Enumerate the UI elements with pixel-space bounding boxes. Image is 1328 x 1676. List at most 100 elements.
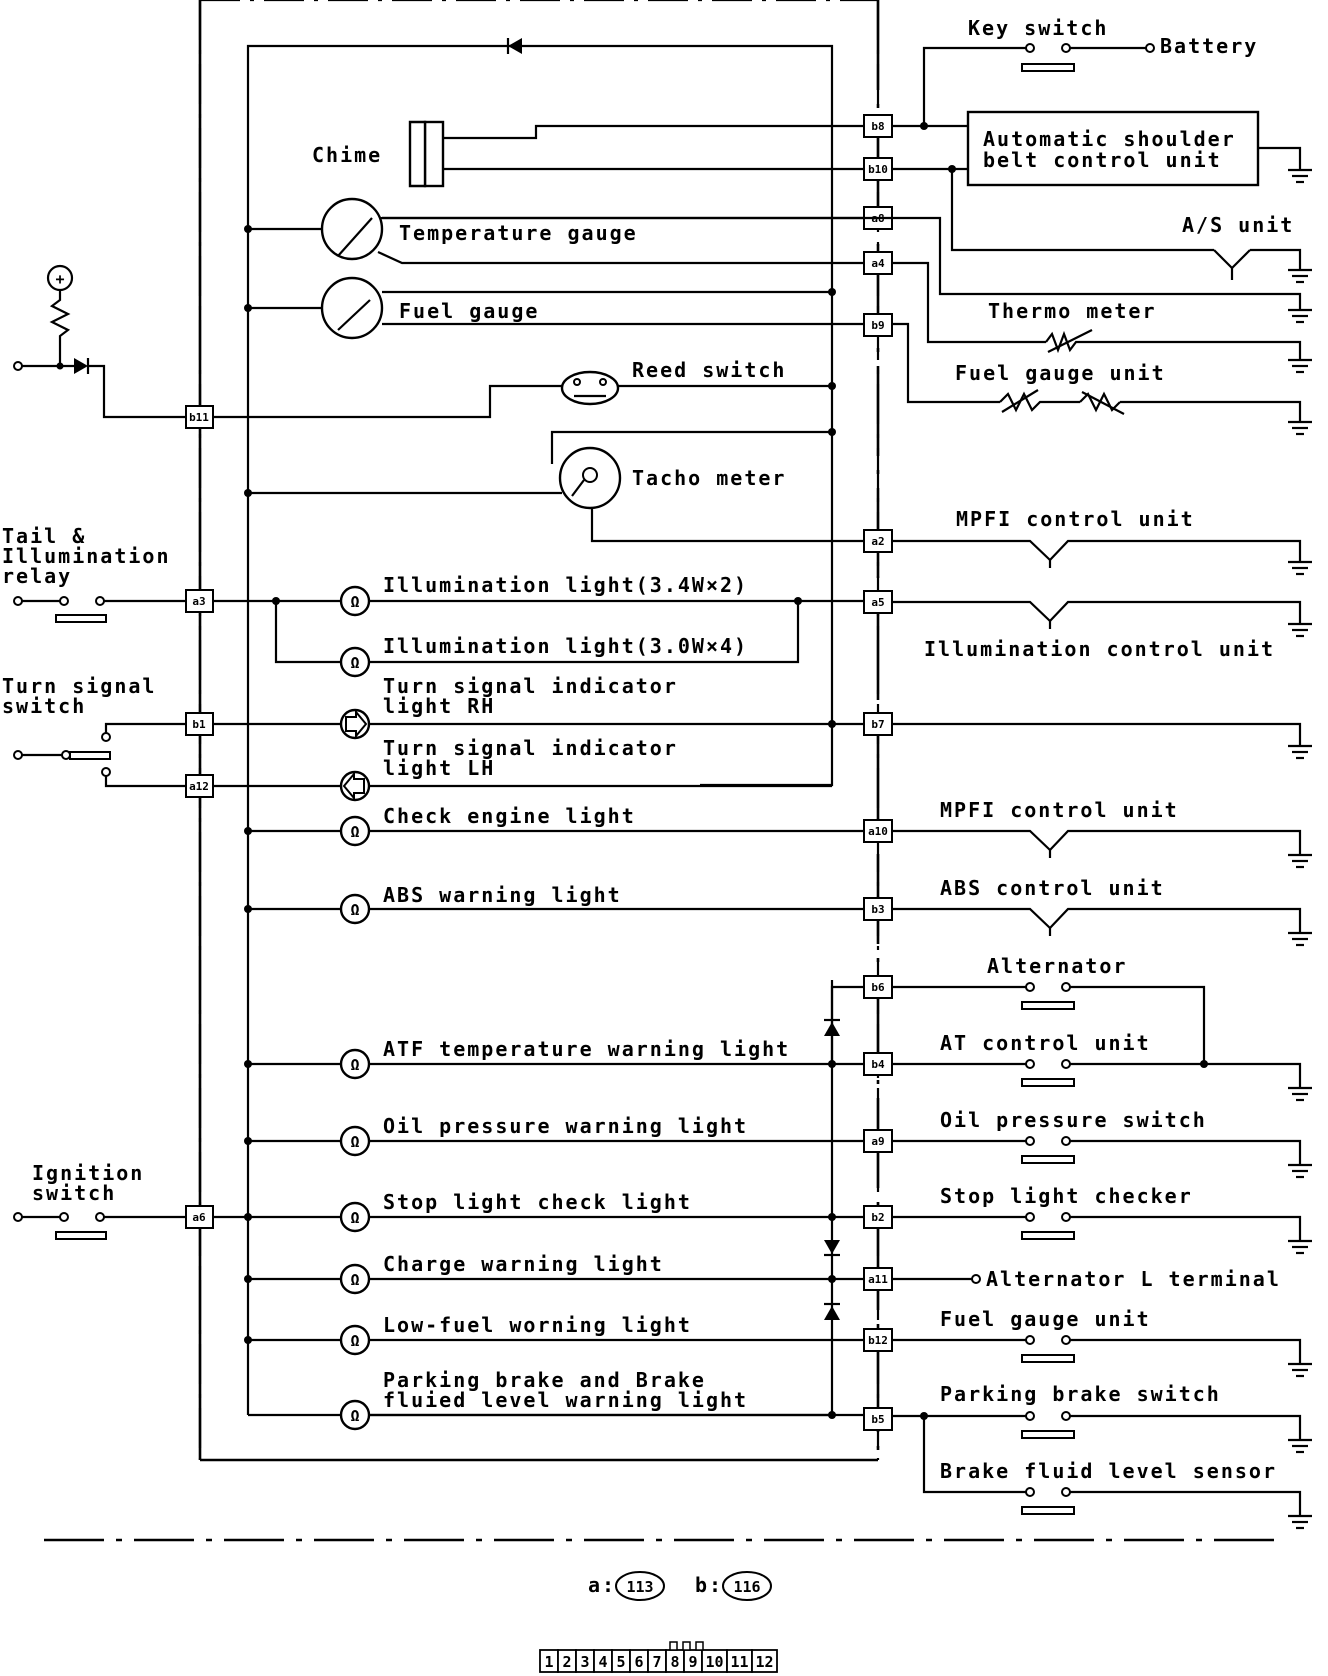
svg-text:Ω: Ω <box>350 1209 359 1227</box>
tacho-meter-label: Tacho meter <box>632 466 786 490</box>
pin-b2-label: b2 <box>871 1211 884 1224</box>
connector-pin-number: 9 <box>688 1653 697 1671</box>
connector-pin-number: 1 <box>544 1653 553 1671</box>
ground-icon <box>1288 1514 1312 1530</box>
bulb-icon: Ω <box>339 1201 371 1233</box>
ground-icon <box>1288 358 1312 374</box>
reed-switch-label: Reed switch <box>632 358 786 382</box>
ground-icon <box>1288 308 1312 324</box>
turn-switch-label-2: switch <box>2 694 86 718</box>
legend-b-num: 116 <box>733 1578 760 1596</box>
bulb-icon: Ω <box>339 1399 371 1431</box>
connector-latch <box>682 1641 691 1651</box>
bulb-icon: Ω <box>339 893 371 925</box>
connector-pin-number: 3 <box>580 1653 589 1671</box>
turn-rh-label-1: Turn signal indicator <box>383 674 678 698</box>
connector-pin-number: 5 <box>616 1653 625 1671</box>
tail-relay-label-1: Tail & <box>2 524 86 548</box>
battery-label: Battery <box>1160 34 1258 58</box>
stop-checker-label: Stop light checker <box>940 1184 1193 1208</box>
connector-latch <box>695 1641 704 1651</box>
bulb-icon: Ω <box>339 585 371 617</box>
ground-icon <box>1288 931 1312 947</box>
alt-l-label: Alternator L terminal <box>986 1267 1281 1291</box>
fuel-gauge-unit-bottom-label: Fuel gauge unit <box>940 1307 1151 1331</box>
svg-text:Ω: Ω <box>350 1056 359 1074</box>
charge-warn-label: Charge warning light <box>383 1252 664 1276</box>
transistor-icon <box>1213 249 1251 280</box>
arrow-left-icon <box>339 770 371 802</box>
check-engine-label: Check engine light <box>383 804 636 828</box>
pin-a10-label: a10 <box>868 825 888 838</box>
pin-b5-label: b5 <box>871 1413 884 1426</box>
ground-icon <box>1288 1362 1312 1378</box>
bottom-legend: a: 113 b: 116 <box>44 1538 1282 1601</box>
connector-pin-number: 2 <box>562 1653 571 1671</box>
pin-b1-label: b1 <box>192 718 206 731</box>
plus-icon: + <box>46 264 74 292</box>
ground-icon <box>1288 1163 1312 1179</box>
ground-icon <box>1288 168 1312 184</box>
fuel-gauge-icon <box>320 276 384 340</box>
connector-pin-number: 12 <box>755 1653 773 1671</box>
oil-warn-label: Oil pressure warning light <box>383 1114 748 1138</box>
turn-lh-label-1: Turn signal indicator <box>383 736 678 760</box>
mpfi-illum: MPFI control unit Tail & Illumination re… <box>2 507 1312 678</box>
bulb-icon: Ω <box>339 646 371 678</box>
pin-b11-label: b11 <box>189 411 209 424</box>
bulb-icon: Ω <box>339 1125 371 1157</box>
diode-icon <box>824 1306 840 1320</box>
chime-label: Chime <box>312 143 382 167</box>
brake-warn-label-1: Parking brake and Brake <box>383 1368 706 1392</box>
pin-b10-label: b10 <box>868 163 888 176</box>
pin-b4-label: b4 <box>871 1058 885 1071</box>
mpfi-top-label: MPFI control unit <box>956 507 1195 531</box>
ground-icon <box>1288 853 1312 869</box>
brake-warn-label-2: fluied level warning light <box>383 1388 748 1412</box>
ground-icon <box>1288 744 1312 760</box>
pin-b6-label: b6 <box>871 981 885 994</box>
svg-text:Ω: Ω <box>350 1271 359 1289</box>
pin-a11-label: a11 <box>868 1273 888 1286</box>
illum-light-1-label: Illumination light(3.4W×2) <box>383 573 748 597</box>
temperature-gauge-icon <box>320 197 384 261</box>
diode-icon <box>74 358 88 374</box>
temperature-gauge-label: Temperature gauge <box>399 221 638 245</box>
fuel-gauge-label: Fuel gauge <box>399 299 539 323</box>
connector-latch <box>669 1641 678 1651</box>
ground-icon <box>1288 1438 1312 1454</box>
svg-text:Ω: Ω <box>350 823 359 841</box>
gauges: Temperature gauge Thermo meter Fuel gaug… <box>244 197 1312 436</box>
tail-relay-label-3: relay <box>2 564 72 588</box>
pin-a3-label: a3 <box>192 595 205 608</box>
connector-pin-number: 11 <box>730 1653 748 1671</box>
thermistor-icon <box>1045 329 1094 354</box>
ground-icon <box>1288 1239 1312 1255</box>
oil-switch-label: Oil pressure switch <box>940 1108 1207 1132</box>
top-section: Key switch Battery Automatic shoulder be… <box>312 16 1312 284</box>
ground-icon <box>1288 560 1312 576</box>
chime-icon <box>408 120 445 188</box>
diode-icon <box>824 1240 840 1254</box>
svg-text:+: + <box>55 270 64 288</box>
ground-icon <box>1288 622 1312 638</box>
brake-sensor-label: Brake fluid level sensor <box>940 1459 1277 1483</box>
alternator-label: Alternator <box>987 954 1127 978</box>
svg-text:Ω: Ω <box>350 654 359 672</box>
diode-icon <box>824 1022 840 1036</box>
stop-check-label: Stop light check light <box>383 1190 692 1214</box>
reed-tacho: + Reed switch Tacho meter <box>13 264 864 543</box>
connector-pin-number: 10 <box>705 1653 723 1671</box>
auto-belt-label-2: belt control unit <box>983 148 1222 172</box>
pin-a6-label: a6 <box>192 1211 206 1224</box>
connector-pin-cell <box>751 1649 778 1673</box>
illum-light-2-label: Illumination light(3.0W×4) <box>383 634 748 658</box>
connector-pin-number: 8 <box>670 1653 679 1671</box>
svg-text:Ω: Ω <box>350 1407 359 1425</box>
turn-rh-label-2: light RH <box>383 694 495 718</box>
bulb-icon: Ω <box>339 815 371 847</box>
ground-icon <box>1288 420 1312 436</box>
pin-b3-label: b3 <box>871 903 884 916</box>
warning-lights: Ω Check engine light MPFI control unit Ω… <box>13 798 1312 1530</box>
